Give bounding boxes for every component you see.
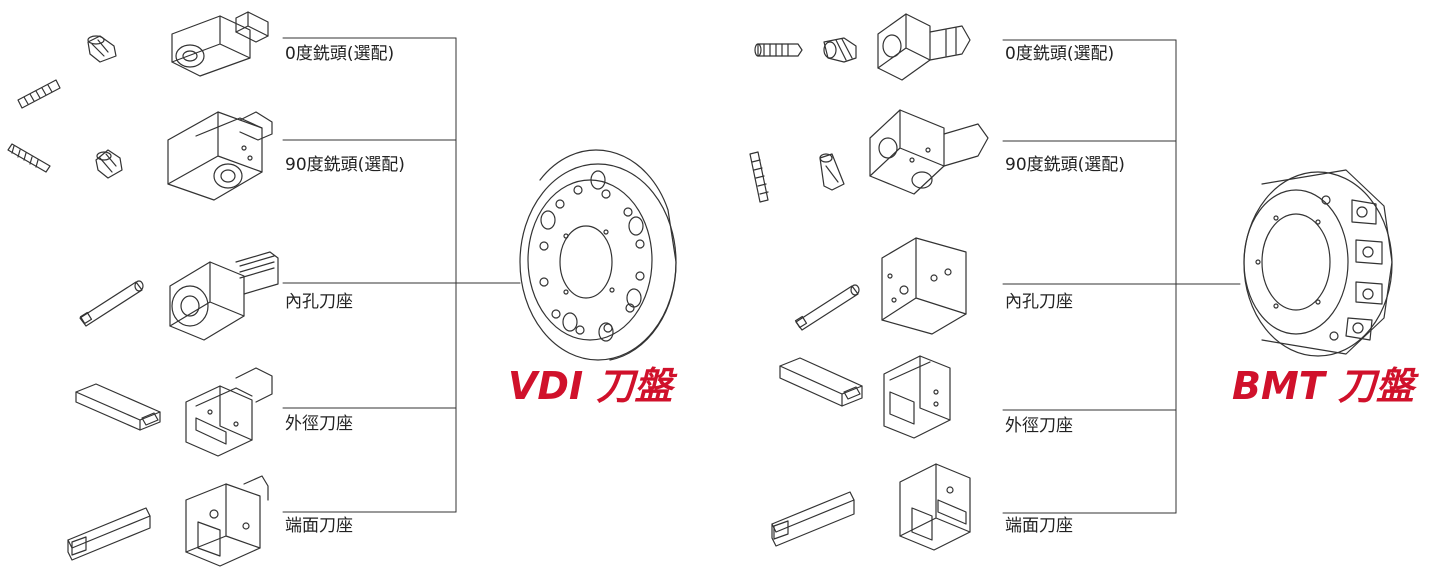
label-milling-head-90: 90度銑頭(選配) [1005,155,1125,175]
face-holder-icon [185,475,269,567]
drill-bit-icon [17,79,61,109]
turning-tool-icon [771,491,855,547]
label-external-holder: 外徑刀座 [1005,416,1073,436]
collet-icon [823,37,857,63]
collet-icon [819,153,845,191]
turning-tool-icon [75,383,161,431]
internal-holder-icon [169,251,279,341]
milling-head-90-icon [869,109,989,195]
vdi-connector-lines [282,37,521,513]
drill-bit-icon [749,151,769,203]
milling-head-90-icon [167,111,273,201]
boring-bar-icon [79,280,144,327]
label-milling-head-0: 0度銑頭(選配) [1005,44,1115,64]
external-holder-icon [185,367,273,457]
drill-bit-icon [7,143,51,173]
collet-icon [87,35,117,63]
external-holder-icon [883,355,951,439]
label-face-holder: 端面刀座 [285,516,353,536]
label-internal-holder: 內孔刀座 [285,292,353,312]
label-face-holder: 端面刀座 [1005,516,1073,536]
milling-head-0-icon [877,13,971,81]
vdi-title: VDI 刀盤 [508,364,673,408]
milling-head-0-icon [171,11,269,77]
turret-disc-icon [1243,169,1393,357]
label-internal-holder: 內孔刀座 [1005,292,1073,312]
collet-icon [95,149,123,179]
bmt-title: BMT 刀盤 [1232,364,1414,408]
drill-bit-icon [754,43,803,57]
label-milling-head-0: 0度銑頭(選配) [285,44,395,64]
label-milling-head-90: 90度銑頭(選配) [285,155,405,175]
turning-tool-icon [779,357,863,407]
boring-bar-icon [794,284,860,331]
face-holder-icon [899,463,971,551]
internal-holder-icon [881,237,967,335]
turning-tool-icon [67,507,151,561]
bmt-connector-lines [1002,39,1241,514]
turret-disc-icon [519,149,677,361]
label-external-holder: 外徑刀座 [285,414,353,434]
